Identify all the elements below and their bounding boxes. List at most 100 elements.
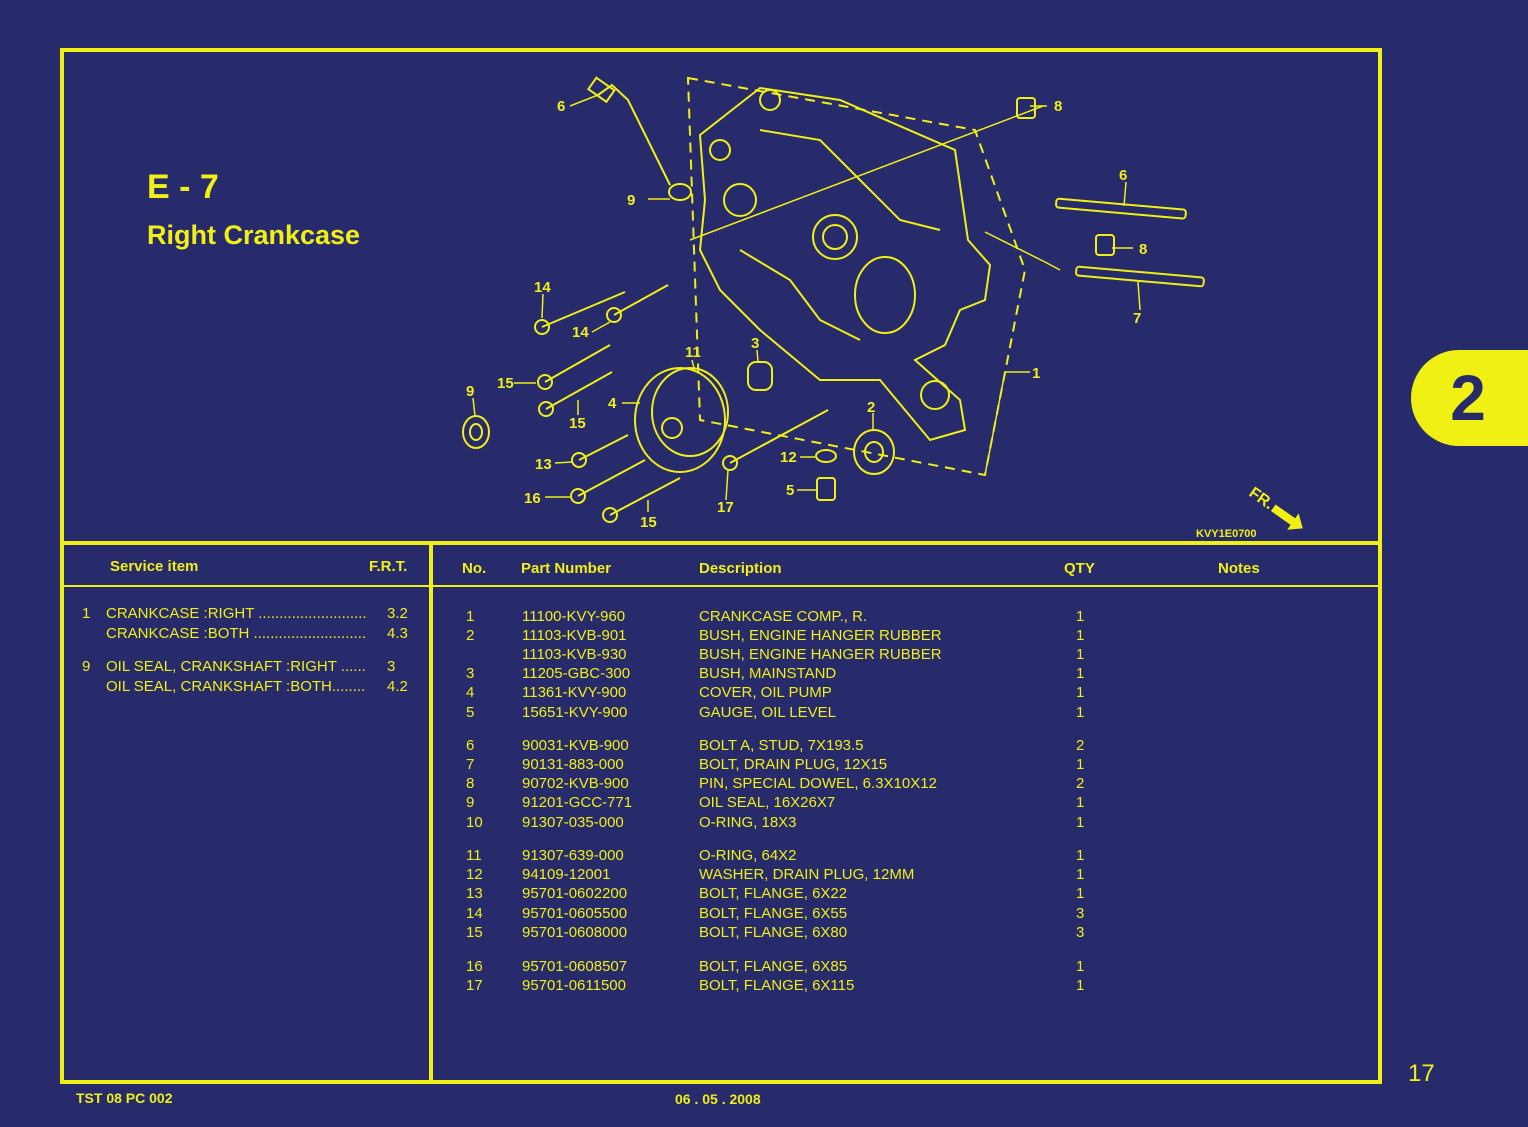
part-qty: 1 <box>1076 704 1085 721</box>
part-number: 91201-GCC-771 <box>522 794 633 811</box>
part-qty: 1 <box>1076 646 1085 663</box>
callout-4: 4 <box>608 395 617 412</box>
dowel-pin-upper <box>1016 97 1036 119</box>
part-number: 11103-KVB-901 <box>522 627 627 644</box>
service-frt: 3 <box>387 658 396 675</box>
part-qty: 1 <box>1076 977 1085 994</box>
service-item: CRANKCASE :RIGHT .......................… <box>106 605 367 622</box>
crankcase-body <box>698 86 992 442</box>
oil-seal <box>462 415 490 449</box>
part-number: 95701-0608507 <box>522 958 628 975</box>
part-description: GAUGE, OIL LEVEL <box>699 704 836 721</box>
section-title: Right Crankcase <box>147 220 361 250</box>
part-qty: 1 <box>1076 866 1085 883</box>
part-number: 94109-12001 <box>522 866 611 883</box>
service-item-header: Service item <box>110 558 199 575</box>
document-date: 06 . 05 . 2008 <box>675 1091 761 1107</box>
part-description: BUSH, MAINSTAND <box>699 665 837 682</box>
flange-bolts <box>534 284 829 523</box>
section-code: E - 7 <box>147 168 219 206</box>
part-no: 17 <box>466 977 483 994</box>
catalog-frame <box>60 48 1382 1084</box>
part-description: COVER, OIL PUMP <box>699 684 832 701</box>
part-description: BOLT A, STUD, 7X193.5 <box>699 737 864 754</box>
part-no: 15 <box>466 924 483 941</box>
callout-5: 6 <box>557 98 565 115</box>
service-no: 9 <box>82 658 91 675</box>
part-no: 16 <box>466 958 483 975</box>
part-no: 10 <box>466 814 483 831</box>
part-number: 11205-GBC-300 <box>522 665 631 682</box>
part-number: 95701-0605500 <box>522 905 628 922</box>
callout-2: 2 <box>867 399 875 416</box>
notes-header: Notes <box>1218 560 1260 577</box>
part-no: 1 <box>466 608 475 625</box>
part-qty: 1 <box>1076 756 1085 773</box>
callout-15c: 15 <box>640 514 657 531</box>
part-no: 14 <box>466 905 483 922</box>
part-no: 6 <box>466 737 475 754</box>
part-number: 11100-KVY-960 <box>522 608 626 625</box>
drain-washer <box>815 449 837 463</box>
service-item: OIL SEAL, CRANKSHAFT :BOTH........ <box>106 678 366 695</box>
column-divider <box>429 541 433 1084</box>
oil-pump-cover <box>634 367 726 473</box>
part-description: O-RING, 64X2 <box>699 847 797 864</box>
diagram-divider <box>60 541 1382 545</box>
callout-11: 11 <box>685 344 701 361</box>
part-no: 13 <box>466 885 483 902</box>
section-tab[interactable]: 2 <box>1411 350 1528 446</box>
part-description: BOLT, FLANGE, 6X22 <box>699 885 848 902</box>
part-number: 91307-639-000 <box>522 847 624 864</box>
callout-8b: 8 <box>1139 241 1147 258</box>
part-no: 8 <box>466 775 475 792</box>
part-no: 5 <box>466 704 475 721</box>
part-qty: 3 <box>1076 905 1085 922</box>
part-description: BOLT, DRAIN PLUG, 12X15 <box>699 756 888 773</box>
part-no: 2 <box>466 627 475 644</box>
service-item: OIL SEAL, CRANKSHAFT :RIGHT ...... <box>106 658 366 675</box>
stud-bolt-lower <box>1075 265 1205 288</box>
callout-14a: 14 <box>534 279 551 296</box>
front-direction-label: FR. <box>1246 484 1277 513</box>
part-description: BOLT, FLANGE, 6X55 <box>699 905 848 922</box>
part-no: 9 <box>466 794 475 811</box>
exploded-parts-diagram: FR. KVY1E0700 6 9 8 6 8 7 1 2 3 4 11 12 … <box>462 76 1303 540</box>
part-qty: 1 <box>1076 627 1085 644</box>
part-number: 95701-0608000 <box>522 924 628 941</box>
callout-14b: 14 <box>572 324 589 341</box>
service-frt: 3.2 <box>387 605 408 622</box>
part-no: 4 <box>466 684 475 701</box>
oil-passage <box>854 256 916 334</box>
page-number: 17 <box>1408 1060 1435 1087</box>
drain-plug <box>816 477 836 501</box>
callout-17: 17 <box>717 499 734 516</box>
part-number: 95701-0611500 <box>522 977 626 994</box>
part-qty: 1 <box>1076 684 1085 701</box>
callout-6a: 6 <box>1119 167 1127 184</box>
part-qty: 2 <box>1076 775 1085 792</box>
diagram-ref-code: KVY1E0700 <box>1196 528 1257 540</box>
service-item: CRANKCASE :BOTH ........................… <box>106 625 367 642</box>
part-number: 95701-0602200 <box>522 885 628 902</box>
part-number-header: Part Number <box>521 560 612 577</box>
callout-3: 3 <box>751 335 759 352</box>
callout-13: 13 <box>535 456 552 473</box>
callout-16: 16 <box>524 490 541 507</box>
part-number: 90131-883-000 <box>522 756 624 773</box>
document-code: TST 08 PC 002 <box>76 1090 173 1106</box>
part-number: 11361-KVY-900 <box>522 684 627 701</box>
header-divider <box>60 585 1382 587</box>
part-number: 11103-KVB-930 <box>522 646 627 663</box>
stud-bolt-upper <box>1055 197 1187 220</box>
part-description: BUSH, ENGINE HANGER RUBBER <box>699 646 942 663</box>
part-number: 15651-KVY-900 <box>522 704 628 721</box>
callout-10: 9 <box>627 192 635 209</box>
part-description: BOLT, FLANGE, 6X85 <box>699 958 848 975</box>
oil-level-gauge <box>597 83 671 186</box>
part-qty: 3 <box>1076 924 1085 941</box>
part-description: BOLT, FLANGE, 6X80 <box>699 924 848 941</box>
part-description: O-RING, 18X3 <box>699 814 797 831</box>
part-description: BOLT, FLANGE, 6X115 <box>699 977 855 994</box>
part-qty: 2 <box>1076 737 1085 754</box>
